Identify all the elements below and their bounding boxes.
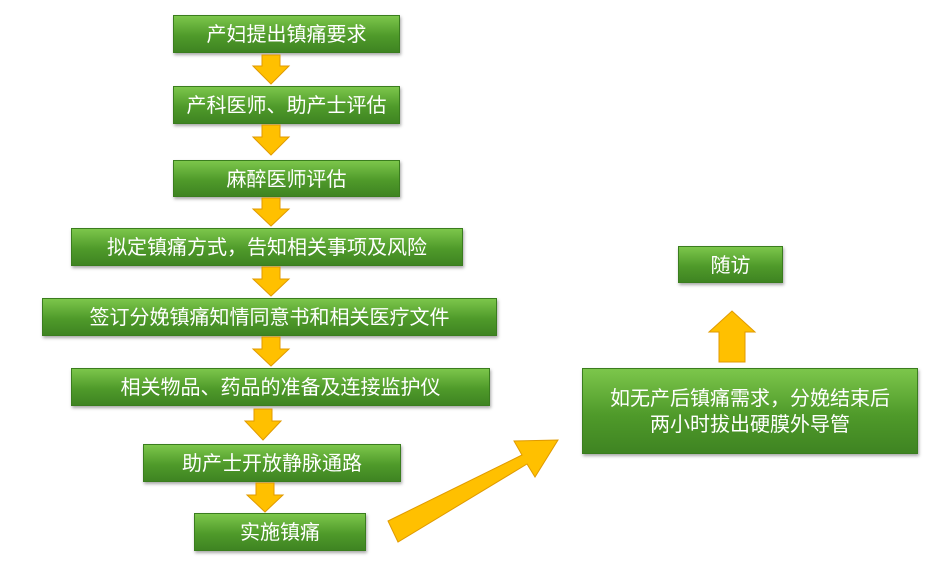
down-arrow-6	[243, 408, 283, 441]
step-label: 拟定镇痛方式，告知相关事项及风险	[107, 235, 427, 259]
down-arrow-2	[251, 124, 291, 156]
followup-box: 随访	[678, 246, 783, 283]
post-delivery-catheter-box: 如无产后镇痛需求，分娩结束后 两小时拔出硬膜外导管	[582, 368, 918, 454]
down-arrow-3	[251, 197, 291, 227]
step-label: 实施镇痛	[240, 520, 320, 544]
step-plan-and-inform: 拟定镇痛方式，告知相关事项及风险	[71, 228, 463, 266]
step-request-analgesia: 产妇提出镇痛要求	[173, 15, 400, 53]
step-label: 相关物品、药品的准备及连接监护仪	[120, 375, 441, 399]
up-arrow	[707, 310, 757, 363]
step-obstetric-assessment: 产科医师、助产士评估	[173, 86, 400, 124]
step-anesthesia-assessment: 麻醉医师评估	[173, 160, 400, 197]
step-label: 麻醉医师评估	[226, 166, 347, 191]
step-label: 签订分娩镇痛知情同意书和相关医疗文件	[89, 305, 450, 329]
step-open-iv: 助产士开放静脉通路	[143, 444, 401, 482]
step-prepare-and-monitor: 相关物品、药品的准备及连接监护仪	[71, 368, 490, 406]
down-arrow-1	[251, 54, 291, 85]
step-label: 助产士开放静脉通路	[182, 451, 362, 475]
post-box-line-2: 两小时拔出硬膜外导管	[650, 412, 850, 436]
step-label: 产妇提出镇痛要求	[206, 22, 367, 46]
step-label: 产科医师、助产士评估	[186, 93, 387, 117]
step-sign-consent: 签订分娩镇痛知情同意书和相关医疗文件	[42, 298, 497, 336]
down-arrow-5	[251, 336, 291, 367]
step-implement-analgesia: 实施镇痛	[194, 513, 366, 551]
diagonal-arrow	[387, 439, 559, 543]
followup-label: 随访	[710, 252, 751, 277]
down-arrow-7	[245, 482, 285, 513]
post-box-line-1: 如无产后镇痛需求，分娩结束后	[610, 386, 890, 410]
down-arrow-4	[251, 266, 291, 297]
